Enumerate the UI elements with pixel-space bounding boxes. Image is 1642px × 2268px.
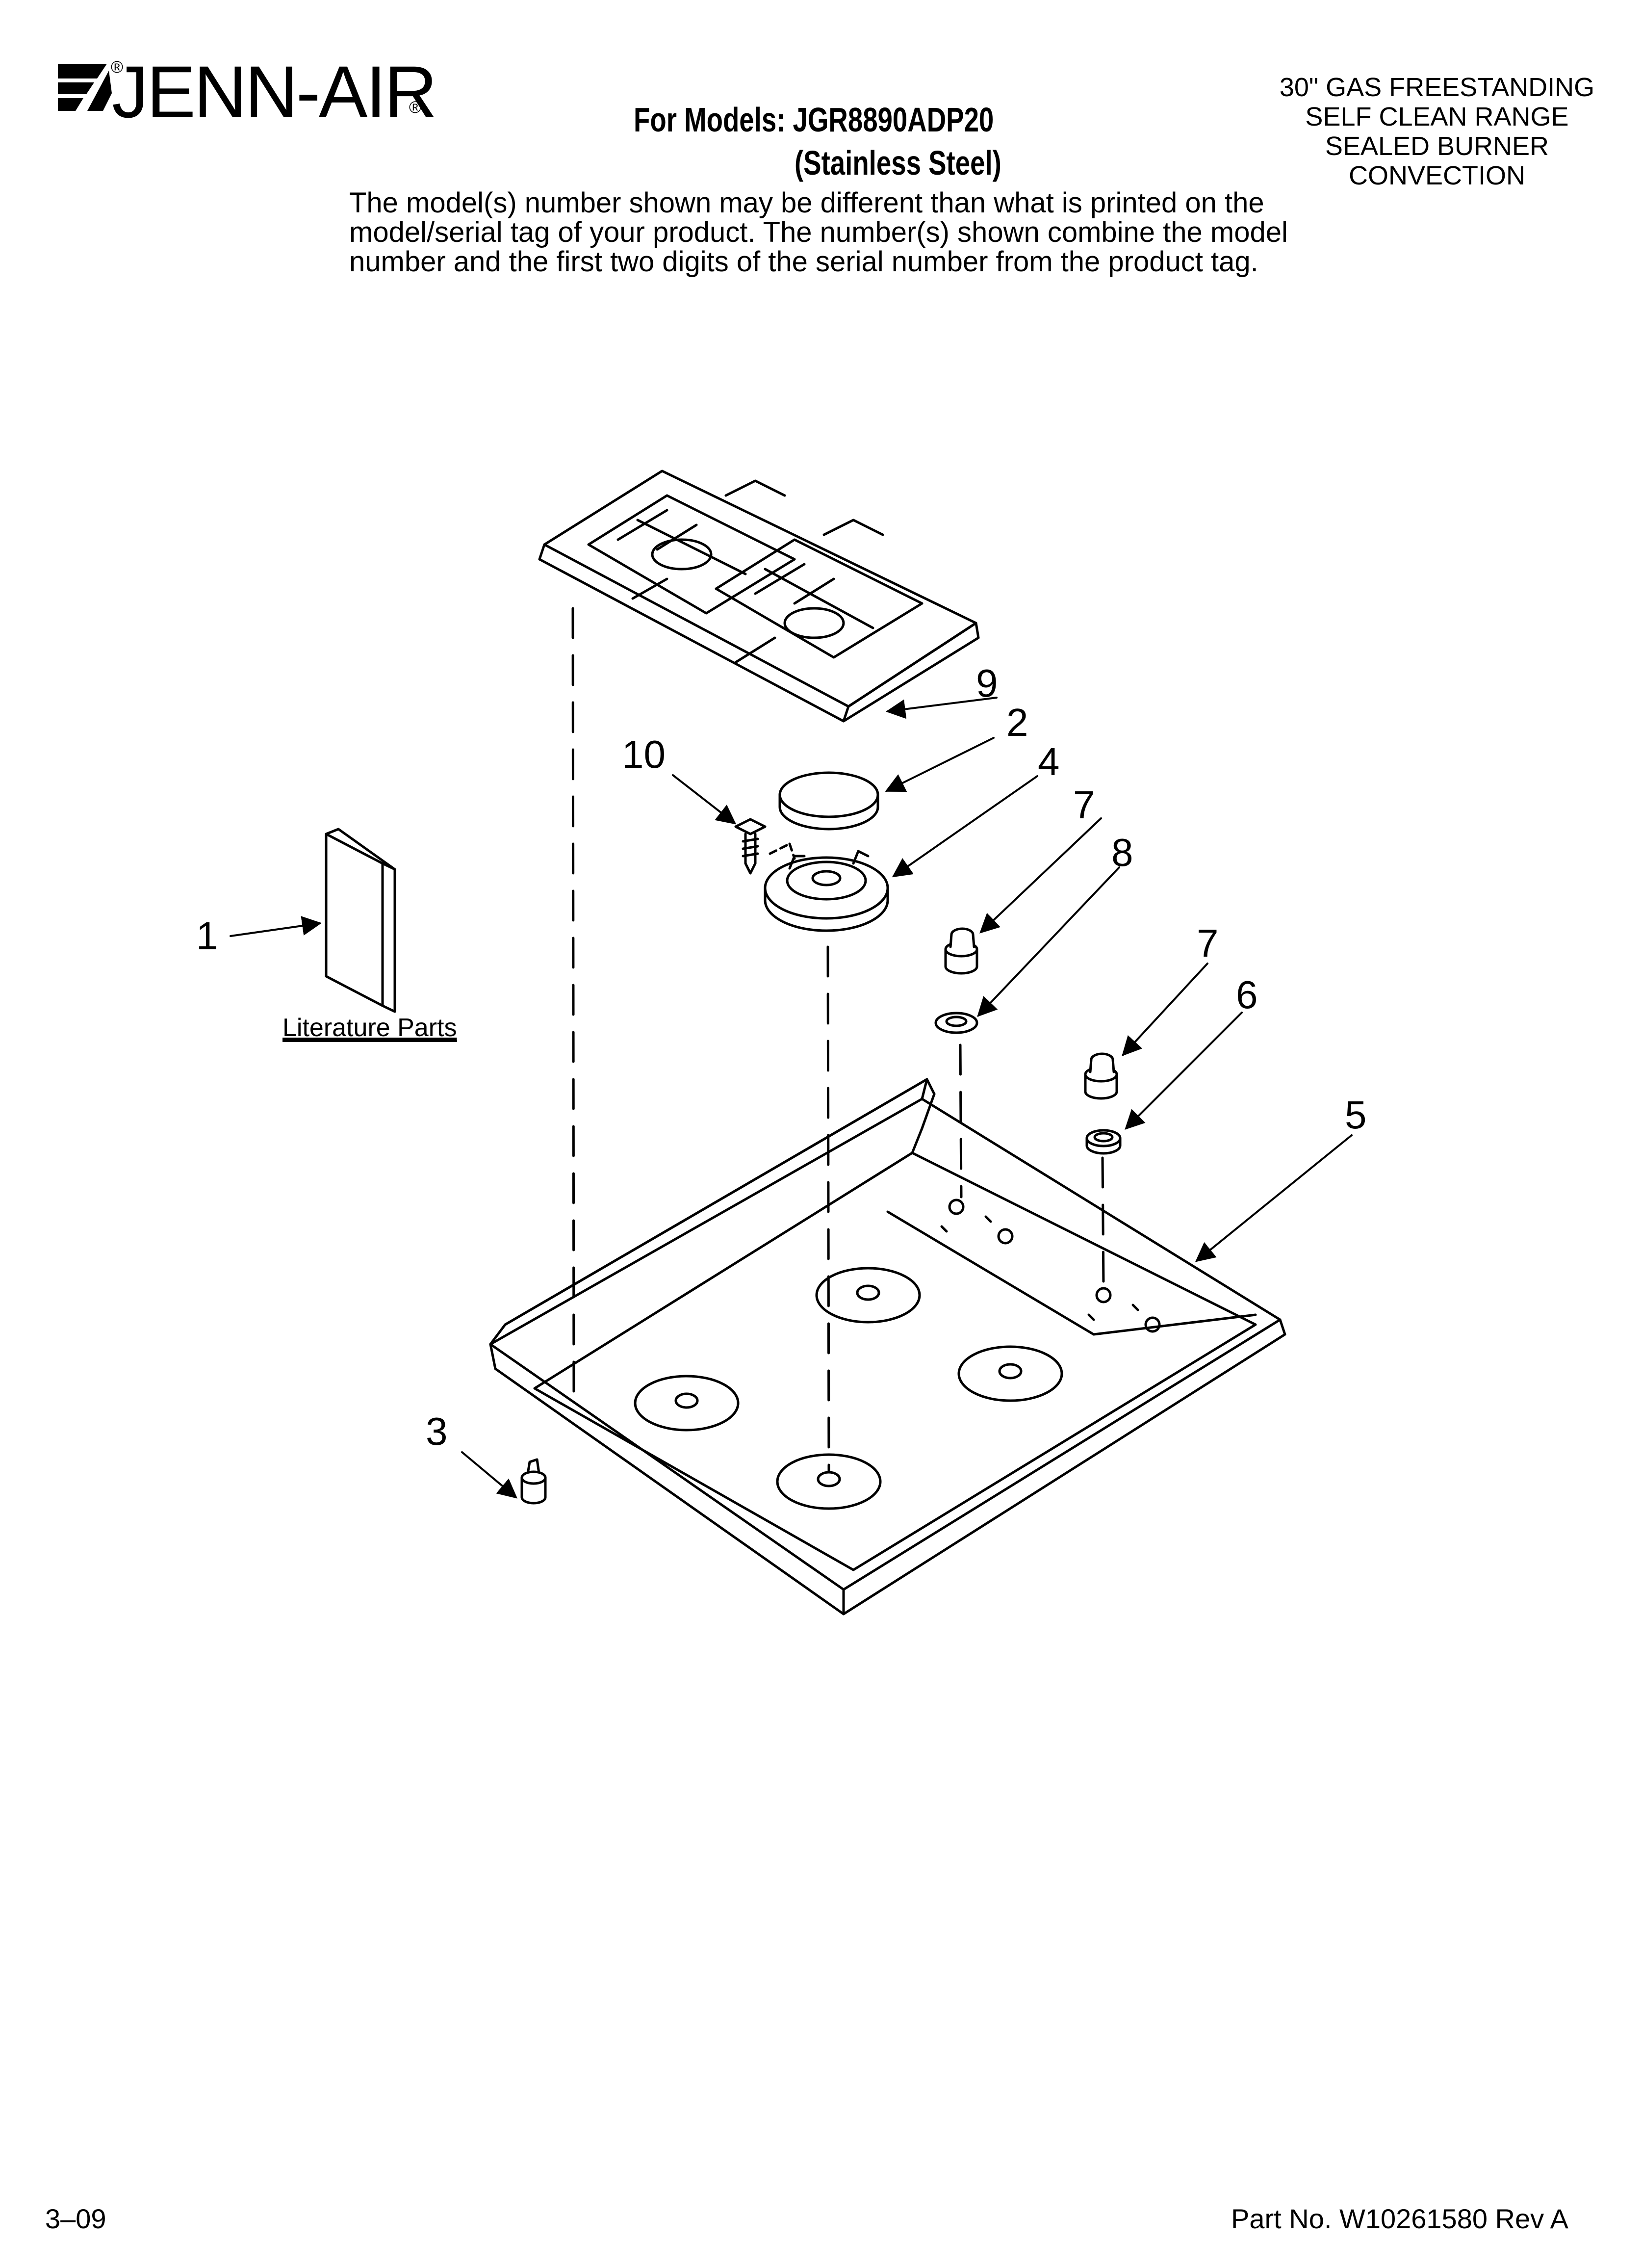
models-finish: (Stainless Steel) (795, 144, 1001, 182)
callout-8: 8 (1111, 831, 1133, 874)
product-description-line: CONVECTION (1348, 161, 1526, 190)
product-description: 30" GAS FREESTANDING SELF CLEAN RANGE SE… (1246, 73, 1628, 190)
callout-4: 4 (1038, 740, 1060, 783)
notice-line: number and the first two digits of the s… (349, 246, 1258, 278)
callout-10: 10 (622, 732, 666, 776)
callout-7: 7 (1197, 921, 1219, 965)
callout-7: 7 (1073, 783, 1095, 827)
brand-name: JENN-AIR (112, 51, 437, 133)
alignment-lines (571, 607, 1105, 1473)
callout-2: 2 (1006, 701, 1028, 744)
cooktop-icon (489, 1078, 1286, 1616)
model-number-notice: The model(s) number shown may be differe… (349, 188, 1330, 277)
brand-registered-mark: ® (111, 58, 124, 77)
callout-3: 3 (426, 1409, 448, 1453)
footer-date-code: 3–09 (45, 2203, 106, 2234)
literature-parts-label: Literature Parts (282, 1014, 457, 1042)
brand-trademark-mark: ® (409, 98, 422, 117)
leader-lines (230, 697, 1353, 1499)
brand-logo-icon (58, 64, 112, 111)
callout-6: 6 (1236, 973, 1258, 1017)
spark-ignitor-icon (520, 1458, 547, 1505)
burner-base-icon (764, 850, 889, 932)
notice-line: model/serial tag of your product. The nu… (349, 216, 1288, 248)
notice-line: The model(s) number shown may be differe… (349, 187, 1264, 219)
product-description-line: 30" GAS FREESTANDING (1279, 73, 1595, 102)
callout-9: 9 (976, 661, 998, 705)
product-description-line: SELF CLEAN RANGE (1305, 102, 1569, 131)
bezel-clip-icon (934, 1012, 978, 1034)
screw-icon (734, 818, 796, 875)
grate-icon (538, 469, 980, 723)
literature-booklet-icon (325, 828, 396, 1013)
footer-part-number: Part No. W10261580 Rev A (1231, 2203, 1568, 2234)
callout-5: 5 (1345, 1093, 1367, 1137)
knob-icon (944, 927, 1118, 1100)
models-title: For Models: JGR8890ADP20 (634, 101, 994, 139)
bezel-ring-icon (1085, 1129, 1122, 1155)
burner-hole-icon (634, 1267, 1063, 1510)
callout-1: 1 (196, 914, 218, 958)
product-description-line: SEALED BURNER (1325, 131, 1549, 161)
burner-cap-icon (778, 771, 879, 831)
valve-hole-icon (940, 1199, 1161, 1333)
